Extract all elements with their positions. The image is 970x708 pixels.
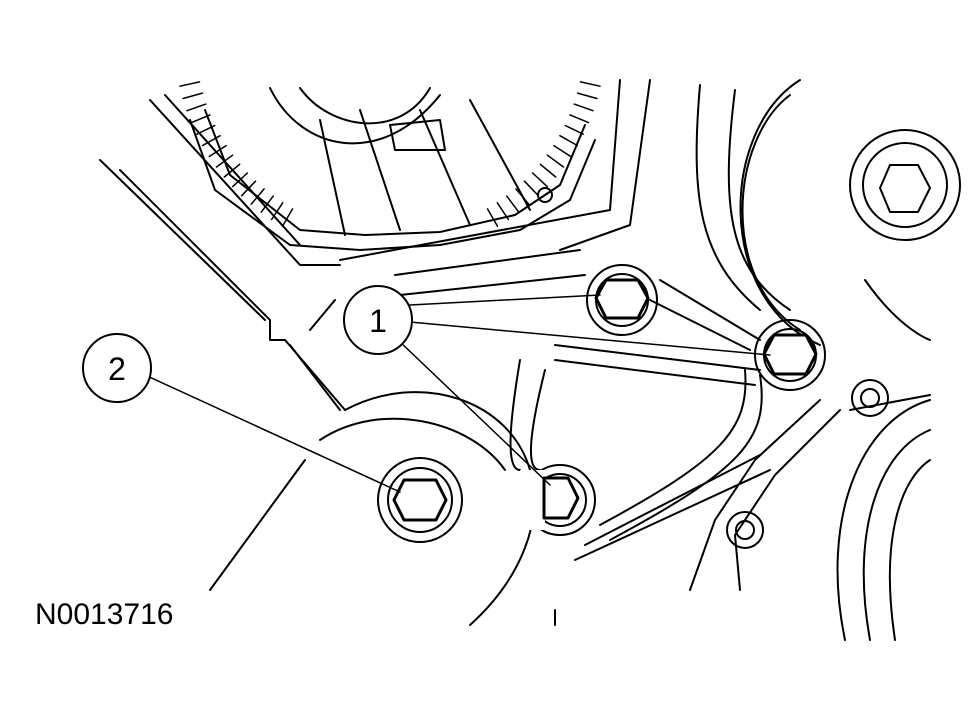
right-pulley xyxy=(739,79,961,346)
engine-front-cover xyxy=(149,79,889,591)
callout-2-label: 2 xyxy=(108,351,126,387)
ring-gear xyxy=(179,81,601,251)
figure-id: N0013716 xyxy=(35,598,173,631)
alternator-housing xyxy=(99,159,556,626)
bolt-1-lower xyxy=(520,464,596,536)
leader-lines xyxy=(144,294,771,493)
bolt-1-upper xyxy=(586,264,658,336)
callout-1-label: 1 xyxy=(369,303,387,339)
bolt-2 xyxy=(377,457,463,543)
lower-right-pulley xyxy=(836,394,931,641)
callout-1: 1 xyxy=(343,285,413,355)
callout-2: 2 xyxy=(82,333,152,403)
